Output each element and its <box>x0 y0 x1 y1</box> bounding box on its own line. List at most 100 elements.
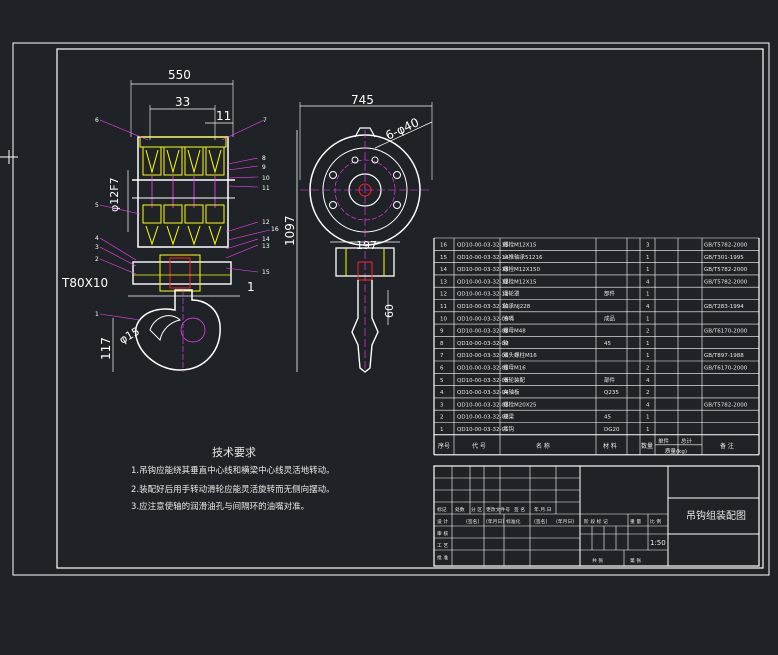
bom-code: QD10-00-03-32-06 <box>457 353 509 359</box>
bom-code: QD10-00-03-32-01 <box>457 427 509 433</box>
bom-name: 螺母M48 <box>503 327 526 335</box>
bom-code: QD10-00-03-32-08 <box>457 329 509 335</box>
balloon: 13 <box>262 243 270 250</box>
balloon: 1 <box>95 311 99 318</box>
dim-shank: 60 <box>383 304 396 318</box>
bom-header-weight: 质量(kg) <box>665 447 687 455</box>
bom-code: QD10-00-03-32-11 <box>457 292 509 298</box>
titleblock-label: 共 张 <box>592 557 603 564</box>
dim-overall-height: 1097 <box>283 215 297 246</box>
bom-code: QD10-00-03-32-14 <box>457 255 509 261</box>
balloon: 11 <box>262 185 270 192</box>
bom-name: 夹轴板 <box>503 388 520 396</box>
bom-no: 15 <box>440 255 447 261</box>
bom-qty: 4 <box>646 378 650 384</box>
balloon: 12 <box>262 219 270 226</box>
titleblock-label: 标记 <box>437 506 447 513</box>
bom-code: QD10-00-03-32-03 <box>457 402 509 408</box>
balloon: 9 <box>262 164 266 171</box>
bom-no: 3 <box>440 402 444 408</box>
titleblock-label: 标准化 <box>506 518 521 525</box>
bom-std: GB/T283-1994 <box>704 304 744 310</box>
titleblock-label: 处数 <box>455 506 465 513</box>
bom-qty: 1 <box>646 427 650 433</box>
bom-no: 12 <box>440 292 447 298</box>
bom-name: 滑轮装配 <box>503 376 526 384</box>
bom-name: 双头螺柱M16 <box>503 351 537 359</box>
bom-name: 螺栓M12X150 <box>503 265 541 273</box>
bom-header-name: 名 称 <box>536 442 550 450</box>
bom-qty: 1 <box>646 341 650 347</box>
titleblock-label: 审 核 <box>437 530 448 537</box>
bom-std: GB/T897-1988 <box>704 353 744 359</box>
bom-no: 11 <box>440 304 447 310</box>
bom-no: 7 <box>440 353 444 359</box>
balloon: 8 <box>262 155 266 162</box>
bom-qty: 2 <box>646 329 650 335</box>
bom-no: 10 <box>440 316 447 322</box>
bom-header-material: 材 料 <box>603 442 617 450</box>
bom-material: Q235 <box>604 390 619 396</box>
bom-code: QD10-00-03-32-05 <box>457 378 509 384</box>
bom-no: 8 <box>440 341 444 347</box>
bom-name: 轴 <box>503 339 509 347</box>
bom-qty: 4 <box>646 304 650 310</box>
balloon: 5 <box>95 202 99 209</box>
bom-name: 螺母M16 <box>503 364 526 372</box>
balloon-numbers: 6 7 8 9 10 11 5 12 16 4 3 2 14 13 15 1 <box>95 117 279 318</box>
bom-code: QD10-00-03-32-02 <box>457 415 509 421</box>
bom-material: 部件 <box>604 290 616 298</box>
titleblock-label: 比 例 <box>650 518 661 525</box>
notes-title: 技术要求 <box>212 446 256 459</box>
bom-code: QD10-00-03-32-13 <box>457 267 509 273</box>
bom-no: 1 <box>440 427 444 433</box>
note-line: 1.吊钩应能绕其垂直中心线和横梁中心线灵活地转动。 <box>131 465 335 476</box>
titleblock-label: 工 艺 <box>437 543 448 549</box>
titleblock-label: 阶 段 标 记 <box>584 518 608 525</box>
titleblock-label: 第 张 <box>630 557 641 564</box>
balloon: 7 <box>263 117 267 124</box>
bom-qty: 4 <box>646 279 650 285</box>
bom-no: 14 <box>440 267 447 273</box>
titleblock-label: (签名) <box>534 518 547 525</box>
dim-inner-width: 33 <box>175 95 190 109</box>
note-line: 3.应注意使轴的润滑油孔与间隔环的油嘴对准。 <box>131 501 309 512</box>
bom-code: QD10-00-03-32-05 <box>457 366 509 372</box>
bom-code: QD10-00-03-32-12 <box>457 279 509 285</box>
bom-name: 螺栓M12X15 <box>503 241 537 249</box>
bom-material: 成品 <box>604 314 616 322</box>
bom-no: 6 <box>440 366 444 372</box>
bom-std: GB/T301-1995 <box>704 255 744 261</box>
bom-qty: 1 <box>646 353 650 359</box>
technical-requirements: 技术要求 1.吊钩应能绕其垂直中心线和横梁中心线灵活地转动。 2.装配好后用手转… <box>131 446 335 512</box>
bom-qty: 1 <box>646 292 650 298</box>
titleblock-label: (年月日) <box>556 518 574 525</box>
bom-name: 轴承NJ228 <box>503 302 531 310</box>
bom-std: GB/T5782-2000 <box>704 243 748 249</box>
balloon: 4 <box>95 235 99 242</box>
titleblock-label: 分 区 <box>471 506 482 513</box>
bom-material: 部件 <box>604 376 616 384</box>
bom-name: 油嘴 <box>503 314 515 322</box>
bom-name: 滑轮罩 <box>503 290 520 298</box>
titleblock-label: (签名) <box>466 518 479 525</box>
bom-material: 45 <box>604 415 611 421</box>
bom-header-qty: 数量 <box>641 442 653 450</box>
dim-center-width: 197 <box>356 239 377 252</box>
outer-frame <box>12 42 770 576</box>
bom-no: 2 <box>440 415 444 421</box>
dim-offset-one: 1 <box>247 280 255 294</box>
bom-qty: 1 <box>646 415 650 421</box>
inner-frame <box>56 48 764 569</box>
bom-no: 16 <box>440 243 447 249</box>
bom-header-remark: 备 注 <box>720 442 734 450</box>
titleblock-label: 设 计 <box>437 518 448 525</box>
bom-qty: 1 <box>646 316 650 322</box>
dim-hole-spec: 6-φ40 <box>383 115 421 143</box>
bom-no: 5 <box>440 378 444 384</box>
bom-std: GB/T5782-2000 <box>704 267 748 273</box>
bom-name: 吊钩 <box>503 425 515 433</box>
bom-code: QD10-00-03-32-04 <box>457 390 509 396</box>
